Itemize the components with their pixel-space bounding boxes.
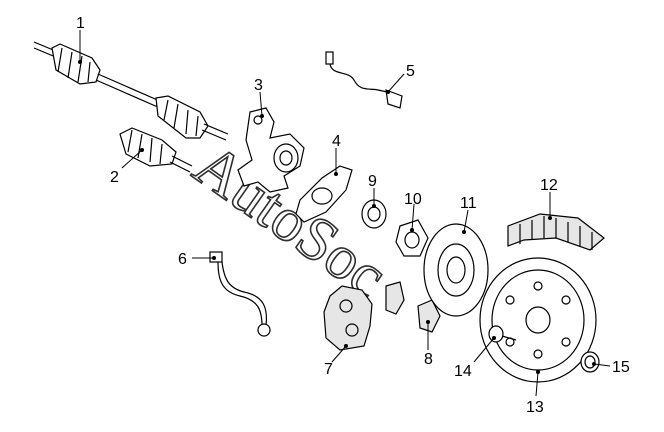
part-8-brake-pads: [385, 281, 441, 333]
part-3-knuckle: [237, 107, 305, 193]
part-4-shield-plate: [295, 165, 353, 223]
callout-13: 13: [526, 399, 544, 416]
part-2-cv-boot: [119, 127, 193, 173]
part-11-brake-disc: [423, 223, 489, 317]
callout-labels: 1 2 3 4 5 6 7 8 9 10 11 12 13 14 15: [76, 15, 630, 416]
part-13-wheel-drum: [479, 257, 597, 383]
callout-14: 14: [454, 363, 472, 380]
callout-3: 3: [254, 77, 263, 94]
part-5-abs-sensor: [325, 51, 403, 109]
callout-6: 6: [178, 251, 187, 268]
callout-11: 11: [460, 195, 477, 212]
callout-7: 7: [324, 361, 333, 378]
callout-2: 2: [110, 169, 119, 186]
part-9-seal-ring: [361, 199, 387, 229]
callout-5: 5: [406, 63, 415, 80]
callout-10: 10: [404, 191, 422, 208]
leader-lines: [78, 30, 611, 397]
callout-15: 15: [612, 359, 630, 376]
part-12-lining: [507, 213, 605, 251]
callout-12: 12: [540, 177, 558, 194]
part-7-caliper: [323, 285, 373, 351]
callout-1: 1: [76, 15, 85, 32]
part-10-bearing: [395, 219, 429, 257]
part-15-cap: [580, 351, 600, 373]
callout-8: 8: [424, 351, 433, 368]
callout-9: 9: [368, 173, 377, 190]
part-1-drive-shaft: [33, 41, 229, 141]
part-6-brake-hose: [209, 251, 271, 337]
callout-4: 4: [332, 133, 341, 150]
